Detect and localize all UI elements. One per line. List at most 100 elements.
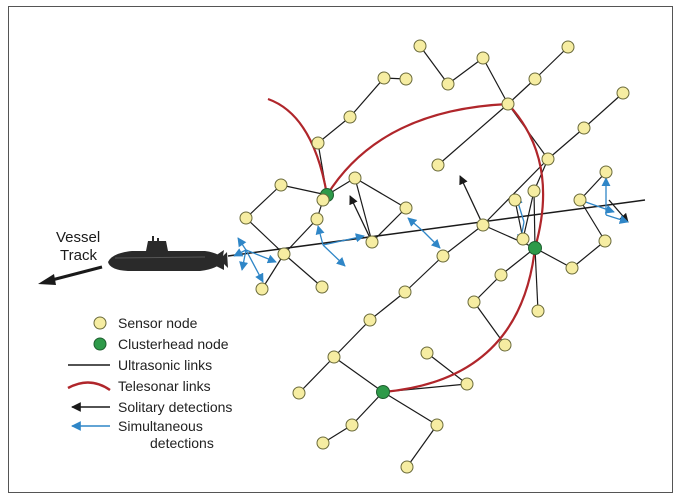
sensor-node (573, 193, 587, 207)
sensor-node (565, 261, 579, 275)
simultaneous-detection-arrow (233, 248, 247, 257)
ultrasonic-link (442, 224, 484, 257)
ultrasonic-link (500, 247, 536, 276)
sensor-node (527, 184, 541, 198)
sensor-node (501, 97, 515, 111)
ultrasonic-link (317, 116, 351, 144)
ultrasonic-link (382, 391, 438, 426)
simultaneous-detection-arrow (237, 237, 247, 251)
vessel-track-arrow (38, 265, 103, 285)
vessel-label-line1: Vessel (56, 229, 100, 246)
ultrasonic-link (547, 127, 585, 160)
sensor-node (399, 201, 413, 215)
sensor-node (310, 212, 324, 226)
ultrasonic-link (354, 177, 407, 209)
ultrasonic-link (583, 92, 624, 129)
sensor-node (561, 40, 575, 54)
telesonar-link (267, 97, 329, 196)
legend-telesonar-swatch (67, 381, 111, 392)
sensor-node (348, 171, 362, 185)
legend-clusterhead-swatch (93, 337, 107, 351)
sensor-node (577, 121, 591, 135)
legend-simultaneous-label-line1: Simultaneous (118, 418, 203, 434)
simultaneous-detection-arrow (605, 214, 629, 224)
telesonar-links-layer (267, 97, 545, 394)
ultrasonic-link (280, 184, 328, 196)
sensor-node (498, 338, 512, 352)
ultrasonic-link (283, 218, 318, 255)
sensor-node (616, 86, 630, 100)
sensor-node (277, 247, 291, 261)
telesonar-link (326, 102, 509, 196)
simultaneous-detection-arrow (315, 225, 325, 246)
ultrasonic-link (261, 253, 285, 290)
legend-ultrasonic-label: Ultrasonic links (118, 357, 212, 373)
sensor-node (516, 232, 530, 246)
ultrasonic-link (245, 184, 282, 219)
ultrasonic-link (245, 217, 285, 255)
ultrasonic-link (534, 46, 569, 80)
ultrasonic-link (482, 158, 549, 226)
telesonar-link (382, 247, 537, 394)
ultrasonic-link (447, 57, 484, 85)
ultrasonic-links-layer (245, 45, 624, 468)
ultrasonic-link (404, 255, 444, 293)
sensor-node (327, 350, 341, 364)
sensor-node (377, 71, 391, 85)
sensor-node (494, 268, 508, 282)
sensor-node (508, 193, 522, 207)
sensor-node (274, 178, 288, 192)
ultrasonic-link (533, 190, 536, 249)
sensor-node (467, 295, 481, 309)
ultrasonic-link (482, 57, 509, 105)
solitary-detection-arrow (349, 195, 373, 243)
ultrasonic-link (579, 199, 606, 242)
figure-border (8, 6, 673, 493)
legend-telesonar-label: Telesonar links (118, 378, 211, 394)
sensor-node (430, 418, 444, 432)
sensor-node (316, 436, 330, 450)
ultrasonic-link (437, 103, 509, 166)
legend-sensor-swatch (93, 316, 107, 330)
ultrasonic-link (426, 352, 468, 385)
ultrasonic-link (349, 77, 385, 118)
ultrasonic-link (534, 247, 573, 269)
legend-simultaneous-label-line2: detections (150, 435, 214, 451)
sensor-node (400, 460, 414, 474)
ultrasonic-link (354, 177, 373, 243)
sensor-node (399, 72, 413, 86)
simultaneous-detection-arrow (423, 231, 441, 249)
ultrasonic-link (283, 253, 323, 288)
ultrasonic-link (419, 45, 449, 85)
simultaneous-detection-arrow (322, 233, 365, 246)
sensor-node (239, 211, 253, 225)
sensor-node (398, 285, 412, 299)
telesonar-link (507, 103, 545, 249)
simultaneous-detection-arrow (322, 244, 346, 267)
sensor-node (598, 234, 612, 248)
sensor-node (311, 136, 325, 150)
ultrasonic-link (522, 190, 535, 240)
sensor-node (413, 39, 427, 53)
vessel-track-line (227, 199, 646, 257)
ultrasonic-link (333, 319, 371, 358)
sensor-node (441, 77, 455, 91)
sensor-node (316, 193, 330, 207)
sensor-node (365, 235, 379, 249)
sensor-node (460, 377, 474, 391)
sensor-node (292, 386, 306, 400)
simultaneous-detection-arrow (245, 249, 264, 283)
ultrasonic-link (351, 391, 384, 426)
legend-clusterhead-label: Clusterhead node (118, 336, 229, 352)
sensor-node (255, 282, 269, 296)
ultrasonic-link (298, 356, 335, 394)
vessel-track-layer (227, 199, 646, 257)
vessel-label-line2: Track (60, 247, 97, 264)
ultrasonic-link (534, 247, 539, 312)
sensor-node (315, 280, 329, 294)
sensor-node (531, 304, 545, 318)
simultaneous-detection-arrow (239, 249, 249, 271)
solitary-detection-arrow (459, 175, 484, 226)
